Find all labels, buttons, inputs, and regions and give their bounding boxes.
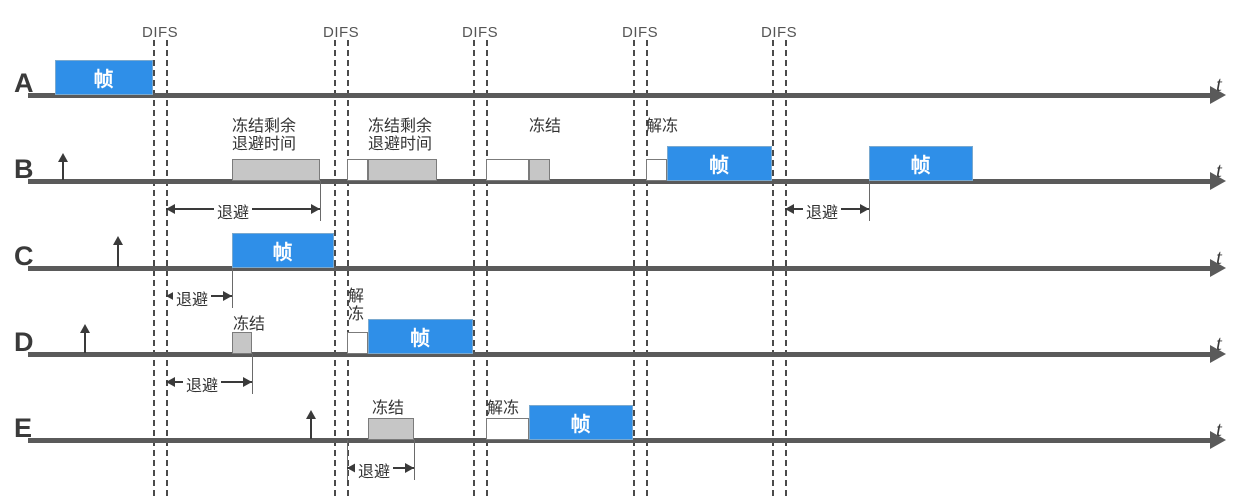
frame-box: 帧 [869,146,973,181]
backoff-countdown-box [486,159,529,181]
backoff-label: 退避 [355,458,394,482]
timeline-axis-b [28,179,1213,184]
frozen-backoff-box [529,159,550,181]
timeline-arrowhead-a [1210,86,1226,104]
frame-box: 帧 [667,146,772,181]
packet-arrival-arrow [58,153,68,180]
timeline-axis-a [28,93,1213,98]
arrow-left-cap [347,463,356,473]
arrow-left-cap [785,204,794,214]
station-label-d: D [14,327,34,357]
note-unfrozen: 解冻 [646,118,679,135]
arrow-right-cap [405,463,414,473]
arrow-left-cap [166,377,175,387]
axis-symbol-d: t [1216,331,1222,355]
difs-label-4: DIFS [622,24,659,41]
timeline-axis-c [28,266,1213,271]
arrow-right-cap [223,291,232,301]
backoff-countdown-box [347,159,368,181]
measure-tick [232,268,233,308]
station-label-a: A [14,68,34,98]
backoff-label: 退避 [214,199,253,223]
difs-label-5: DIFS [761,24,798,41]
frozen-backoff-box [232,159,320,181]
measure-tick [320,181,321,221]
frozen-backoff-box [368,418,414,440]
difs-label-2: DIFS [323,24,360,41]
axis-symbol-e: t [1216,417,1222,441]
measure-tick [252,354,253,394]
frame-box: 帧 [232,233,334,268]
note-unfrozen: 解冻 [487,400,520,417]
timeline-arrowhead-d [1210,345,1226,363]
axis-symbol-b: t [1216,158,1222,182]
timeline-arrowhead-b [1210,172,1226,190]
measure-tick [347,440,348,480]
station-label-c: C [14,241,34,271]
arrow-right-cap [860,204,869,214]
timeline-axis-d [28,352,1213,357]
axis-symbol-c: t [1216,245,1222,269]
timeline-arrowhead-c [1210,259,1226,277]
note-frozen-remaining-backoff: 冻结剩余 退避时间 [232,118,297,153]
frame-box: 帧 [368,319,473,354]
timeline-axis-e [28,438,1213,443]
frame-box: 帧 [55,60,153,95]
note-frozen-remaining-backoff: 冻结剩余 退避时间 [368,118,433,153]
axis-symbol-a: t [1216,72,1222,96]
backoff-label: 退避 [183,372,222,396]
arrow-right-cap [243,377,252,387]
packet-arrival-arrow [306,410,316,439]
station-label-e: E [14,413,33,443]
frozen-backoff-box [232,332,252,354]
note-frozen: 冻结 [233,316,266,333]
station-label-b: B [14,154,34,184]
note-frozen: 冻结 [372,400,405,417]
frame-box: 帧 [529,405,633,440]
measure-tick [414,440,415,480]
backoff-countdown-box [347,332,368,354]
backoff-label: 退避 [173,286,212,310]
timeline-arrowhead-e [1210,431,1226,449]
note-unfrozen: 解 冻 [348,288,365,323]
backoff-countdown-box [486,418,529,440]
note-frozen: 冻结 [529,118,562,135]
arrow-left-cap [166,291,175,301]
frozen-backoff-box [368,159,437,181]
difs-label-1: DIFS [142,24,179,41]
arrow-right-cap [311,204,320,214]
packet-arrival-arrow [80,324,90,353]
packet-arrival-arrow [113,236,123,267]
arrow-left-cap [166,204,175,214]
measure-tick [869,181,870,221]
difs-label-3: DIFS [462,24,499,41]
backoff-label: 退避 [803,199,842,223]
backoff-countdown-box [646,159,667,181]
